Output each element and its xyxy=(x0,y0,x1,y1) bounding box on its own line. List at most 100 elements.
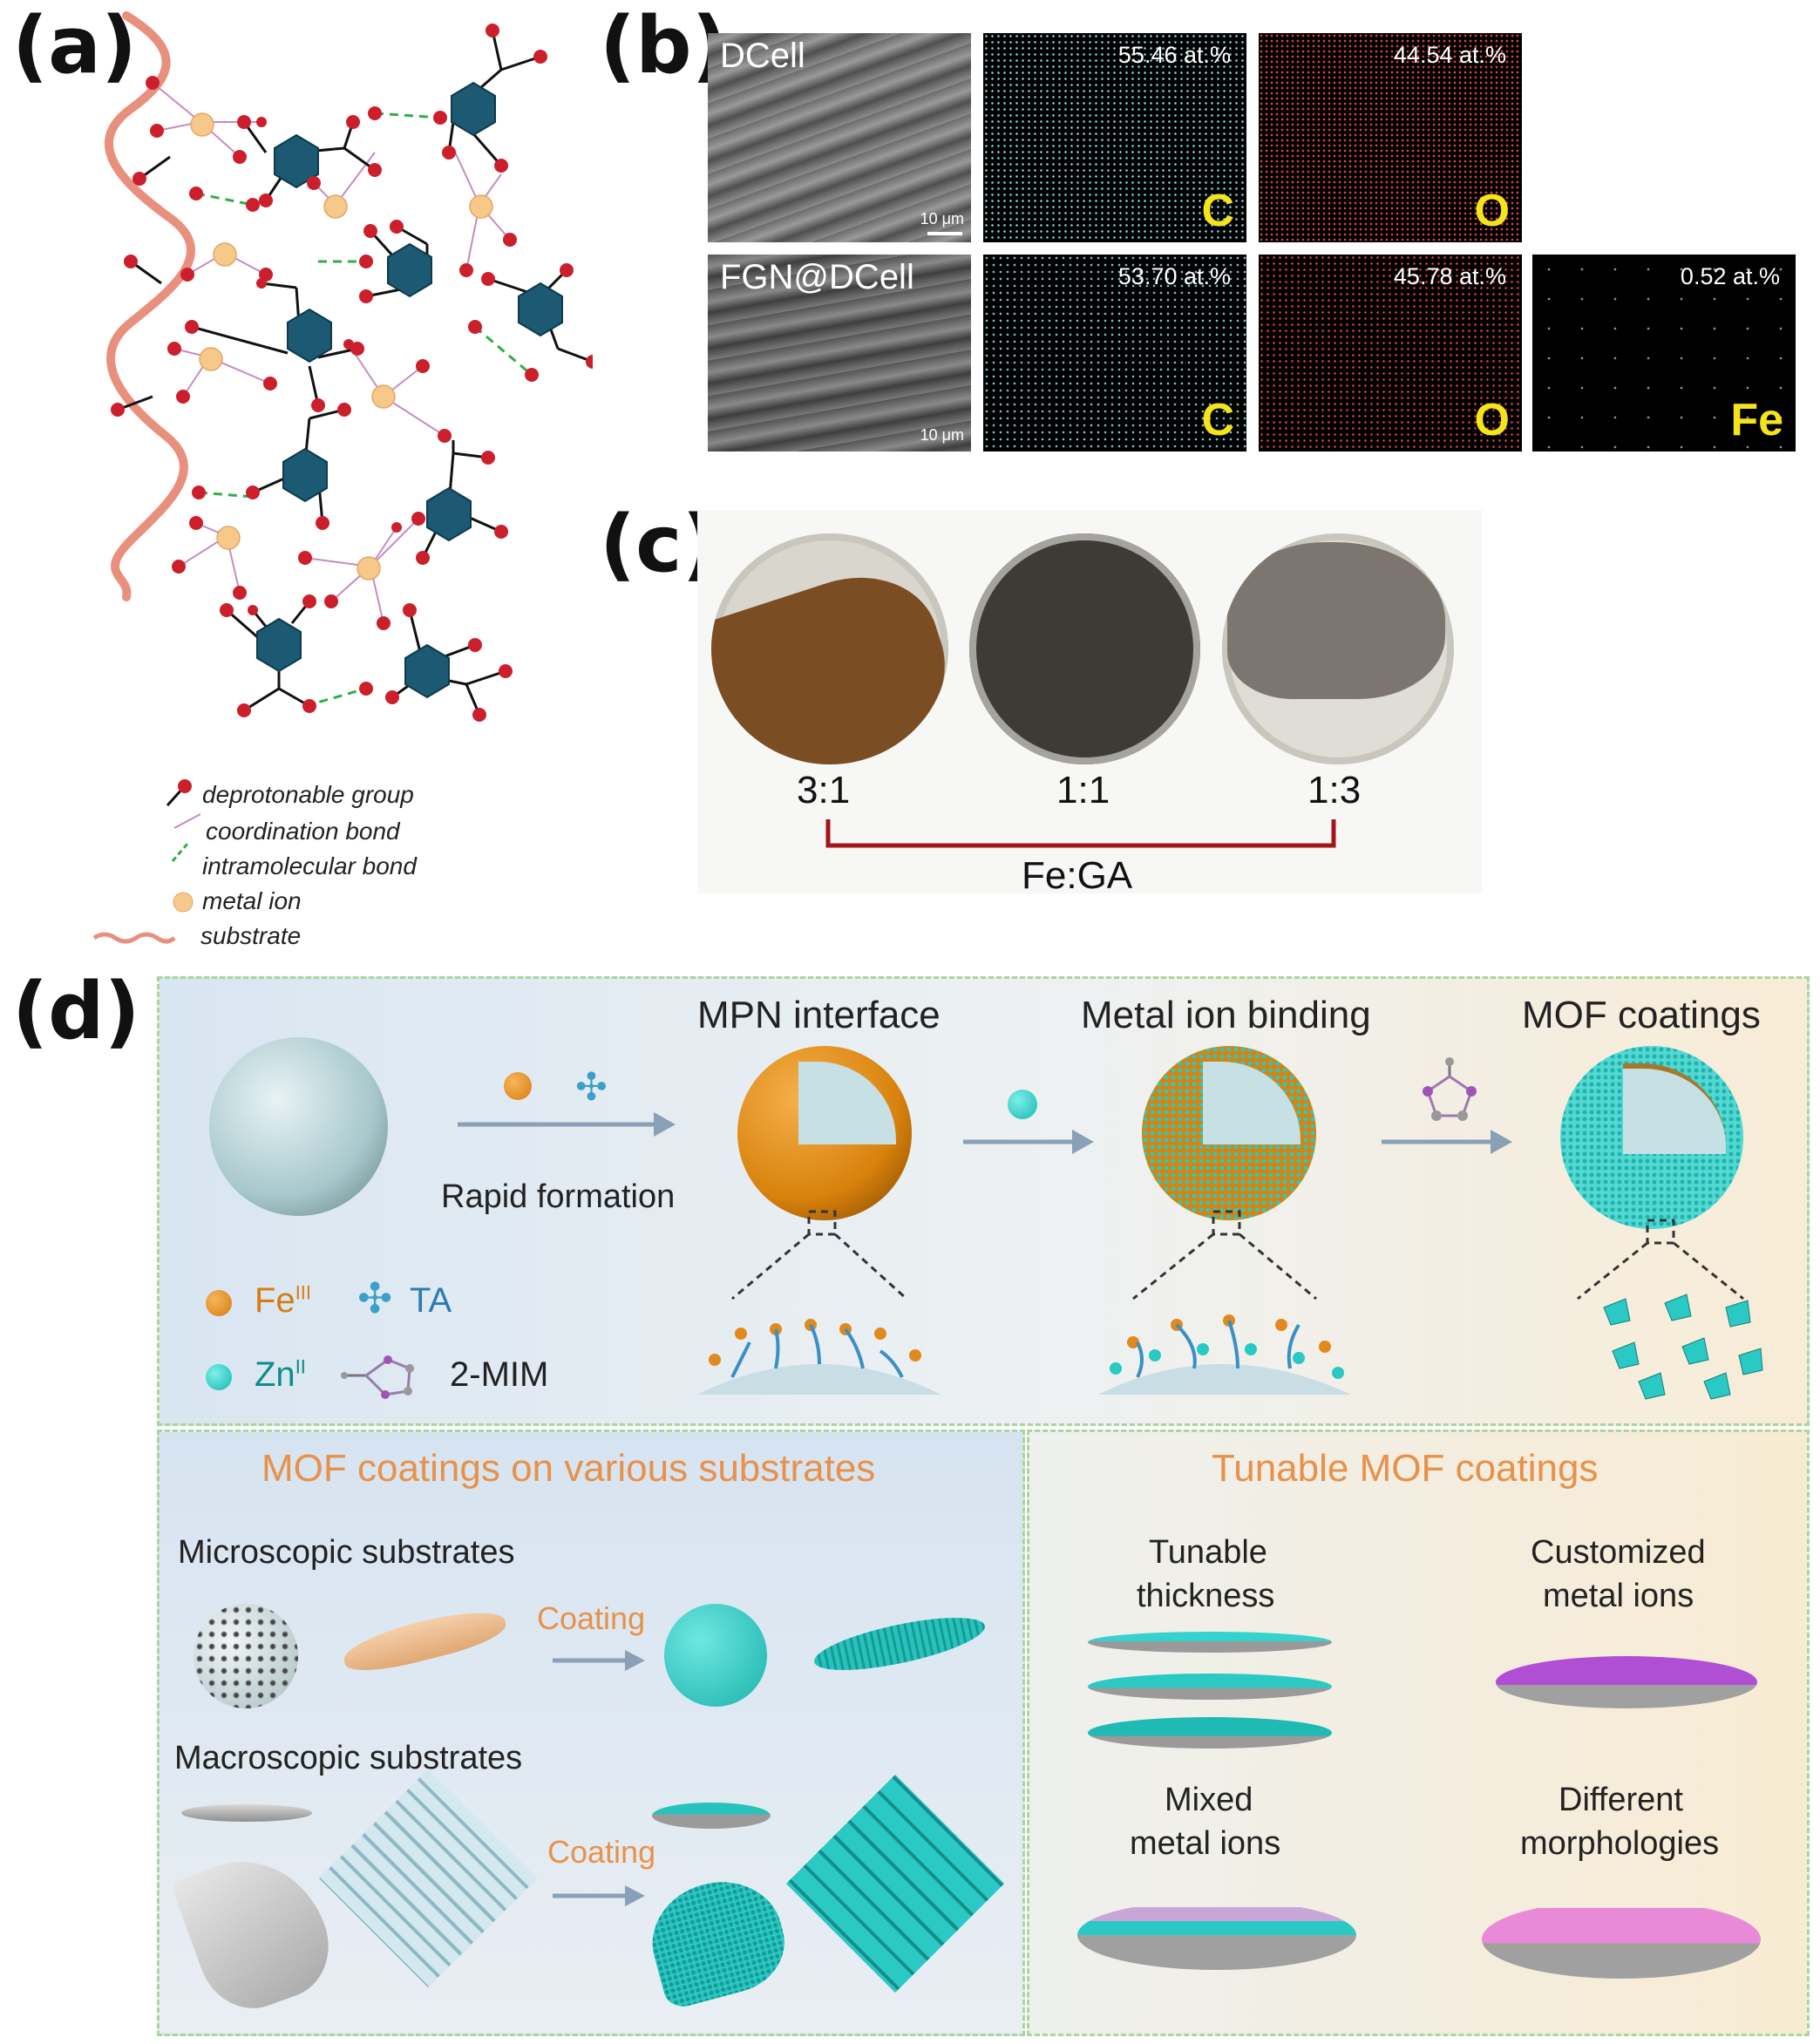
fe-ion-icon xyxy=(504,1072,532,1100)
legend-mim-label: 2-MIM xyxy=(450,1355,549,1394)
morphologies-line1: Different xyxy=(1559,1782,1683,1818)
legend-mim-icon xyxy=(341,1355,414,1399)
element-label: Fe xyxy=(1730,395,1783,445)
coated-sphere-micro xyxy=(664,1604,767,1707)
eds-map-dcell-c: 55.46 at.% C xyxy=(983,33,1246,242)
gallate-hexagon-6 xyxy=(282,447,328,503)
zinc-bound-sphere xyxy=(1142,1046,1316,1220)
element-label: C xyxy=(1201,186,1234,236)
rapid-formation-arrow xyxy=(458,1112,676,1137)
sem-image-fgn-dcell: FGN@DCell 10 μm xyxy=(708,255,971,452)
petri-dish-1-3 xyxy=(1222,533,1454,764)
legend-intramolecular-bond: intramolecular bond xyxy=(202,852,417,879)
eds-map-fgn-o: 45.78 at.% O xyxy=(1259,255,1522,452)
fe-ga-axis-label: Fe:GA xyxy=(1022,854,1133,897)
surface-zoom-schematics xyxy=(697,1210,1763,1400)
gallate-hexagon-1 xyxy=(274,133,319,189)
coating-arrow-micro xyxy=(553,1650,645,1671)
zinc-binding-arrow xyxy=(963,1130,1094,1154)
morphologies-line2: morphologies xyxy=(1520,1825,1720,1862)
ta-molecule-icon: ✣ xyxy=(575,1066,608,1109)
panel-label-a: (a) xyxy=(12,0,137,92)
customized-ion-disc xyxy=(1496,1656,1757,1708)
petri-dish-1-1 xyxy=(969,533,1200,764)
mim-arrow xyxy=(1382,1130,1512,1154)
tunable-thickness-line1: Tunable xyxy=(1149,1534,1267,1571)
atomic-percent: 0.52 at.% xyxy=(1680,263,1780,289)
macroscopic-label: Macroscopic substrates xyxy=(174,1740,523,1776)
petri-dish-3-1 xyxy=(711,533,948,764)
tunable-thickness-line2: thickness xyxy=(1137,1578,1275,1614)
title-metal-ion-binding: Metal ion binding xyxy=(1081,994,1371,1036)
legend-ta-label: TA xyxy=(410,1281,452,1320)
eds-map-fgn-c: 53.70 at.% C xyxy=(983,255,1246,452)
mof-process-box xyxy=(157,976,1810,1426)
tunable-title: Tunable MOF coatings xyxy=(1212,1447,1599,1490)
ratio-bracket xyxy=(825,819,1336,848)
rapid-formation-label: Rapid formation xyxy=(441,1178,676,1215)
gallate-hexagon-8 xyxy=(256,617,302,673)
mpn-network-diagram xyxy=(105,11,593,722)
mixed-ion-disc xyxy=(1077,1900,1356,1970)
legend-zn-label: ZnII xyxy=(255,1355,306,1394)
coating-label-micro: Coating xyxy=(537,1600,646,1636)
legend-deprotonable-group: deprotonable group xyxy=(202,781,414,808)
gallate-hexagon-4 xyxy=(518,282,563,337)
atomic-percent: 45.78 at.% xyxy=(1393,263,1506,289)
atomic-percent: 55.46 at.% xyxy=(1117,42,1231,68)
gallate-hexagon-2 xyxy=(451,81,496,137)
atomic-percent: 44.54 at.% xyxy=(1393,42,1506,68)
gallate-hexagon-3 xyxy=(387,242,432,298)
legend-metal-ion: metal ion xyxy=(202,887,302,914)
porous-sphere-substrate xyxy=(194,1604,298,1708)
sample-label-fgn-dcell: FGN@DCell xyxy=(720,258,914,296)
mixed-line2: metal ions xyxy=(1130,1825,1281,1862)
mixed-line1: Mixed xyxy=(1165,1782,1253,1818)
legend-ta-icon: ✣ xyxy=(357,1276,393,1322)
scale-bar xyxy=(927,232,962,235)
legend-coordination-bond: coordination bond xyxy=(206,818,400,845)
gallate-hexagon-7 xyxy=(426,486,472,542)
sem-image-dcell: DCell 10 μm xyxy=(708,33,971,242)
bare-sphere xyxy=(209,1037,388,1216)
customized-line1: Customized xyxy=(1531,1534,1706,1571)
legend-fe-label: FeIII xyxy=(255,1281,312,1320)
scale-label: 10 μm xyxy=(920,210,964,227)
morphology-disc xyxy=(1482,1900,1761,1979)
panel-a-legend-icons xyxy=(92,779,200,944)
mof-coated-sphere xyxy=(1560,1046,1743,1229)
sample-label-dcell: DCell xyxy=(720,37,805,75)
thick-coating-disc xyxy=(1088,1717,1332,1749)
microscopic-label: Microscopic substrates xyxy=(178,1534,515,1571)
mpn-sphere xyxy=(737,1046,912,1220)
ratio-label-2: 1:1 xyxy=(1056,769,1110,811)
customized-line2: metal ions xyxy=(1543,1578,1694,1614)
disc-substrate xyxy=(181,1804,312,1822)
zn-ion-icon xyxy=(1008,1090,1037,1119)
element-label: O xyxy=(1474,186,1510,236)
atomic-percent: 53.70 at.% xyxy=(1117,263,1231,289)
panel-label-d: (d) xyxy=(12,966,140,1057)
scale-label: 10 μm xyxy=(920,426,964,444)
element-label: C xyxy=(1201,395,1234,445)
legend-zn-dot xyxy=(206,1364,232,1390)
substrate-icon xyxy=(92,932,176,944)
medium-coating-disc xyxy=(1088,1674,1332,1700)
substrate-chain xyxy=(105,11,195,601)
coordination-bond-icon xyxy=(173,813,200,829)
coating-arrow-macro xyxy=(553,1885,645,1906)
ratio-label-3: 1:3 xyxy=(1307,769,1362,811)
element-label: O xyxy=(1474,395,1510,445)
ratio-label-1: 3:1 xyxy=(797,769,851,811)
legend-fe-dot xyxy=(206,1290,232,1316)
title-mof-coatings: MOF coatings xyxy=(1522,994,1761,1036)
gallate-hexagon-9 xyxy=(404,643,450,699)
panel-label-b: (b) xyxy=(600,0,728,92)
coating-label-macro: Coating xyxy=(547,1834,656,1870)
mim-molecule-icon xyxy=(1423,1057,1477,1121)
gallate-hexagon-5 xyxy=(287,308,332,363)
intramolecular-bond-icon xyxy=(171,843,189,862)
metal-ion-icon xyxy=(173,892,194,913)
thin-coating-disc xyxy=(1088,1632,1332,1653)
substrates-title: MOF coatings on various substrates xyxy=(261,1447,876,1490)
